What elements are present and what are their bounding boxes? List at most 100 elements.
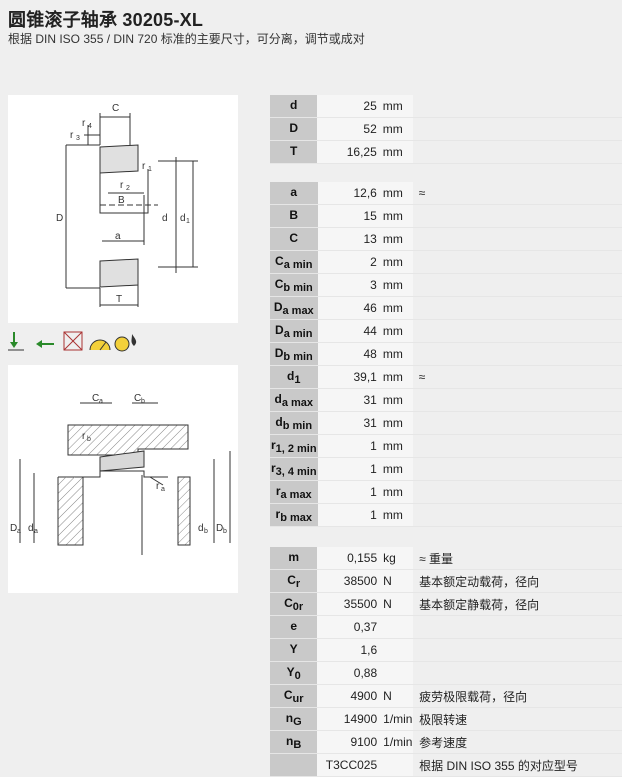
row-symbol: d: [270, 95, 318, 118]
row-note: [412, 250, 622, 274]
row-note: 参考速度: [413, 730, 622, 754]
row-value: 52: [317, 117, 381, 141]
svg-text:b: b: [141, 398, 145, 405]
label-c: C: [112, 103, 119, 114]
row-value: 12,6: [317, 182, 381, 205]
row-value: 9100: [317, 730, 382, 754]
row-unit: mm: [380, 457, 413, 481]
row-symbol: C: [270, 227, 318, 251]
row-unit: mm: [380, 365, 413, 389]
label-t: T: [116, 294, 122, 305]
row-value: 46: [317, 296, 381, 320]
label-r1: r: [142, 161, 146, 172]
row-symbol: T: [270, 140, 318, 164]
row-unit: mm: [380, 95, 413, 118]
row-symbol: r3, 4 min: [270, 457, 318, 481]
label-d-bore: d: [162, 213, 168, 224]
svg-text:a: a: [99, 398, 103, 405]
row-note: [413, 615, 622, 639]
row-value: T3CC025: [317, 753, 382, 777]
label-d1: d: [180, 213, 186, 224]
row-note: 基本额定动载荷，径向: [413, 569, 622, 593]
row-unit: mm: [380, 250, 413, 274]
svg-text:a: a: [34, 528, 38, 535]
row-value: 2: [317, 250, 381, 274]
row-value: 0,37: [317, 615, 382, 639]
row-unit: mm: [380, 227, 413, 251]
row-unit: [381, 615, 414, 639]
page-subtitle: 根据 DIN ISO 355 / DIN 720 标准的主要尺寸，可分离，调节或…: [8, 32, 365, 46]
row-note: ≈ 重量: [413, 547, 622, 570]
row-value: 14900: [317, 707, 382, 731]
row-unit: [381, 753, 414, 777]
page-title: 圆锥滚子轴承 30205-XL: [8, 10, 204, 30]
row-unit: mm: [380, 411, 413, 435]
row-value: 0,88: [317, 661, 382, 685]
row-value: 1: [317, 480, 381, 504]
label-r3: r: [70, 130, 74, 141]
svg-text:3: 3: [76, 135, 80, 142]
row-note: [412, 434, 622, 458]
row-note: [412, 503, 622, 527]
row-value: 16,25: [317, 140, 381, 164]
label-cb: C: [134, 393, 141, 404]
row-note: [412, 388, 622, 412]
svg-text:4: 4: [88, 123, 92, 130]
row-symbol: Ca min: [270, 250, 318, 274]
row-symbol: Da min: [270, 319, 318, 343]
axial-load-icon: [36, 340, 54, 348]
row-unit: mm: [380, 204, 413, 228]
label-d-outer: D: [56, 213, 63, 224]
row-note: ≈: [412, 365, 622, 389]
row-symbol: Y0: [270, 661, 318, 685]
label-db-bore: d: [198, 523, 204, 534]
row-note: [413, 661, 622, 685]
row-note: 疲劳极限载荷，径向: [413, 684, 622, 708]
label-da-bore: d: [28, 523, 34, 534]
label-ra: r: [156, 481, 160, 492]
row-value: 31: [317, 411, 381, 435]
label-db-outer: D: [216, 523, 223, 534]
row-symbol: nG: [270, 707, 318, 731]
row-value: 39,1: [317, 365, 381, 389]
row-note: [412, 296, 622, 320]
label-rb: r: [82, 431, 86, 442]
row-value: 25: [317, 95, 381, 118]
feature-icons: [8, 330, 148, 354]
label-da-outer: D: [10, 523, 17, 534]
row-value: 3: [317, 273, 381, 297]
row-unit: 1/min: [381, 730, 414, 754]
row-unit: mm: [380, 273, 413, 297]
row-unit: mm: [380, 117, 413, 141]
row-note: [412, 319, 622, 343]
row-symbol: da max: [270, 388, 318, 412]
row-note: [412, 342, 622, 366]
row-value: 31: [317, 388, 381, 412]
row-note: 基本额定静载荷，径向: [413, 592, 622, 616]
label-b: B: [118, 195, 125, 206]
row-symbol: Cur: [270, 684, 318, 708]
row-note: [412, 204, 622, 228]
row-symbol: r1, 2 min: [270, 434, 318, 458]
row-value: 35500: [317, 592, 382, 616]
